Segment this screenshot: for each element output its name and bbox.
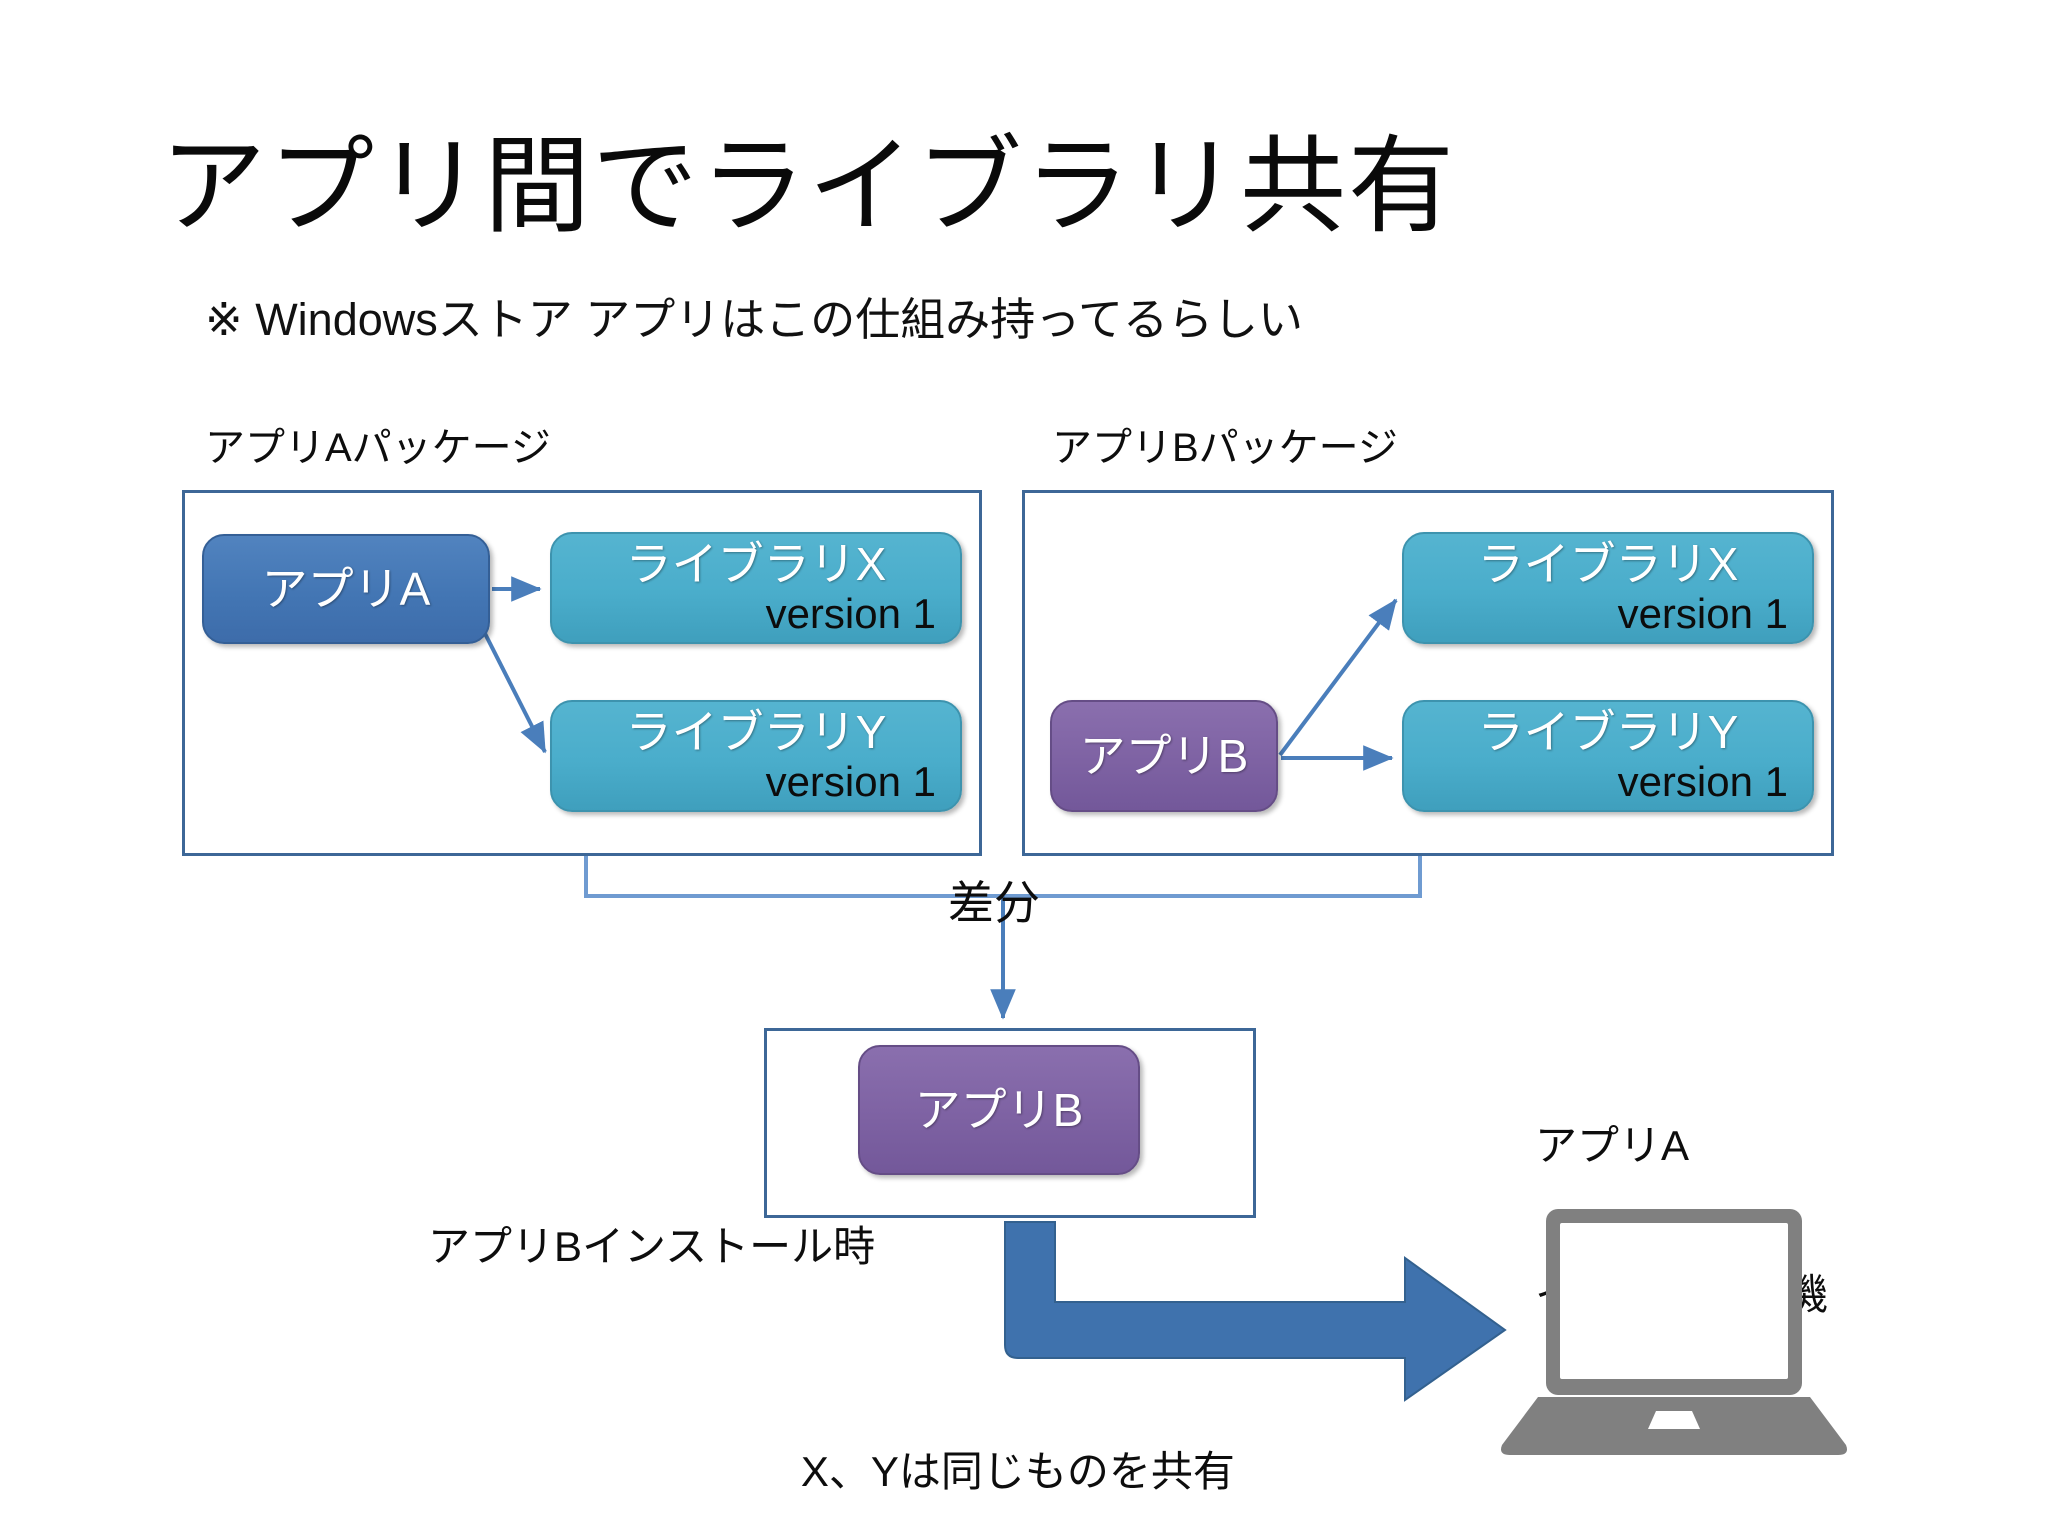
node-package-a-library-y-label: ライブラリY [625, 706, 887, 758]
package-a-caption: アプリAパッケージ [205, 426, 551, 470]
laptop-screen-display [1560, 1223, 1788, 1379]
node-app-a-label: アプリA [261, 563, 431, 615]
node-app-b-label: アプリB [1079, 730, 1249, 782]
node-package-b-library-y-label: ライブラリY [1477, 706, 1739, 758]
diff-label: 差分 [948, 877, 1040, 929]
node-app-a[interactable]: アプリA [202, 534, 490, 644]
node-app-b[interactable]: アプリB [1050, 700, 1278, 812]
page-title: アプリ間でライブラリ共有 [160, 128, 1456, 246]
node-package-b-library-x-label: ライブラリX [1477, 538, 1739, 590]
laptop-icon [1501, 1209, 1847, 1455]
target-machine-note-line1: アプリA [1535, 1122, 1690, 1170]
package-b-caption: アプリBパッケージ [1052, 426, 1398, 470]
node-package-a-library-x-version: version 1 [765, 590, 936, 637]
node-package-b-library-y-version: version 1 [1617, 758, 1788, 805]
node-package-a-library-y[interactable]: ライブラリY version 1 [550, 700, 962, 812]
laptop-touchpad [1648, 1411, 1700, 1429]
node-package-b-library-y[interactable]: ライブラリY version 1 [1402, 700, 1814, 812]
share-note-line1: X、Yは同じものを共有 [800, 1448, 1235, 1496]
page-subtitle: ※ Windowsストア アプリはこの仕組み持ってるらしい [205, 294, 1304, 345]
node-package-a-library-x[interactable]: ライブラリX version 1 [550, 532, 962, 644]
install-time-note: アプリBインストール時 [428, 1223, 876, 1270]
node-package-a-library-y-version: version 1 [765, 758, 936, 805]
share-note: X、Yは同じものを共有 （ハード リンク作るだけ） [760, 1348, 1276, 1536]
node-diff-app-b[interactable]: アプリB [858, 1045, 1140, 1175]
node-package-b-library-x-version: version 1 [1617, 590, 1788, 637]
node-diff-app-b-label: アプリB [914, 1084, 1084, 1136]
node-package-b-library-x[interactable]: ライブラリX version 1 [1402, 532, 1814, 644]
node-package-a-library-x-label: ライブラリX [625, 538, 887, 590]
